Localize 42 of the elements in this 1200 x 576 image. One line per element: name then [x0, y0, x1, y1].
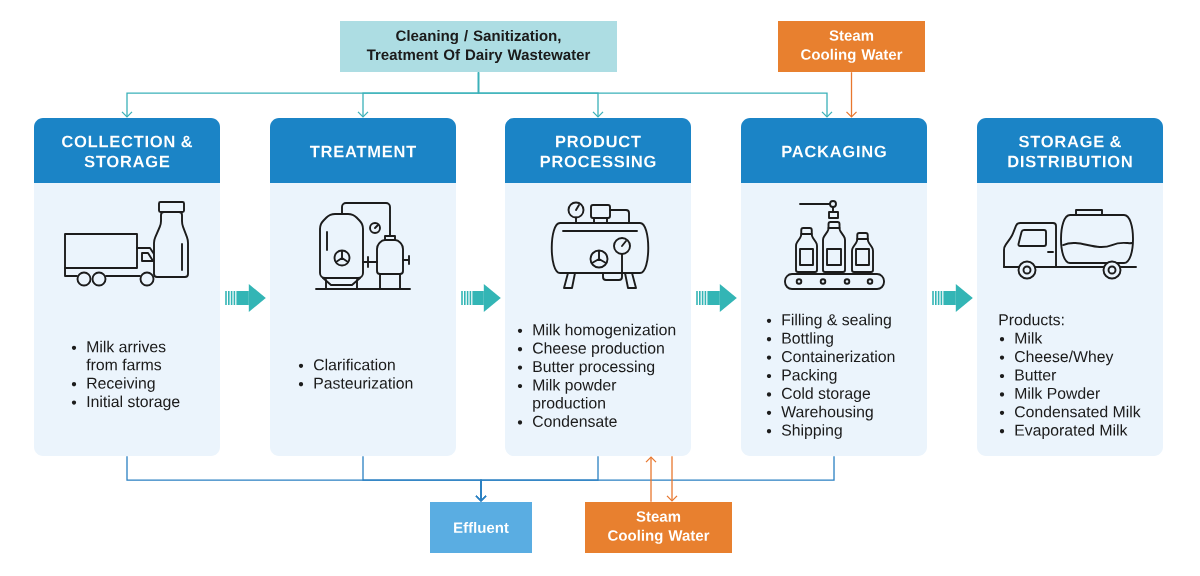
block-arrow [932, 284, 973, 312]
bullet-item: Filling & sealing [782, 313, 891, 329]
bullet-item: Evaporated Milk [1015, 424, 1128, 439]
block-arrow [461, 284, 501, 312]
connector-arrow [845, 71, 858, 118]
bullet-item: Condensate [533, 415, 617, 427]
bullet-item: Milk homogenization [533, 323, 676, 339]
connector-arrow [666, 455, 678, 502]
block-arrow [225, 284, 266, 312]
block-arrow [696, 284, 737, 312]
connector-arrow [645, 456, 657, 503]
card-header: PRODUCT PROCESSING [505, 118, 691, 183]
card-header: TREATMENT [270, 118, 456, 183]
bullet-item: Cheese/Whey [1015, 350, 1114, 366]
card-header: STORAGE & DISTRIBUTION [977, 118, 1163, 183]
process-box: Cleaning / Sanitization, Treatment Of Dairy Wastewater [340, 21, 617, 72]
list-heading: Products: [999, 313, 1064, 326]
bullet-item: Pasteurization [314, 377, 413, 389]
bullet-item: Warehousing [781, 405, 873, 421]
bullet-item: Condensated Milk [1015, 405, 1141, 418]
bullet-item: Bottling [782, 332, 833, 347]
card-header: PACKAGING [741, 118, 927, 183]
connector-arrow [477, 71, 833, 118]
process-box: Steam Cooling Water [585, 502, 732, 553]
bullet-item: Cold storage [782, 387, 871, 403]
connector-arrow [475, 455, 835, 502]
bullet-item: Cheese production [533, 342, 664, 357]
process-box: Effluent [430, 502, 532, 553]
bullet-item: Milk [1015, 332, 1043, 344]
bullet-item: Packing [782, 368, 837, 384]
bullet-item: Milk Powder [1015, 387, 1100, 399]
bullet-item: Shipping [781, 424, 842, 439]
bullet-item: Butter [1015, 369, 1057, 381]
bullet-item: Milk powder production [533, 378, 617, 412]
process-box: Steam Cooling Water [778, 21, 925, 72]
bullet-item: Receiving [87, 377, 155, 392]
bullet-item: Milk arrives from farms [86, 340, 166, 371]
bullet-item: Clarification [314, 358, 395, 371]
card-header: COLLECTION & STORAGE [34, 118, 220, 183]
bullet-item: Butter processing [533, 360, 655, 376]
bullet-item: Containerization [782, 350, 895, 363]
bullet-item: Initial storage [87, 395, 180, 411]
